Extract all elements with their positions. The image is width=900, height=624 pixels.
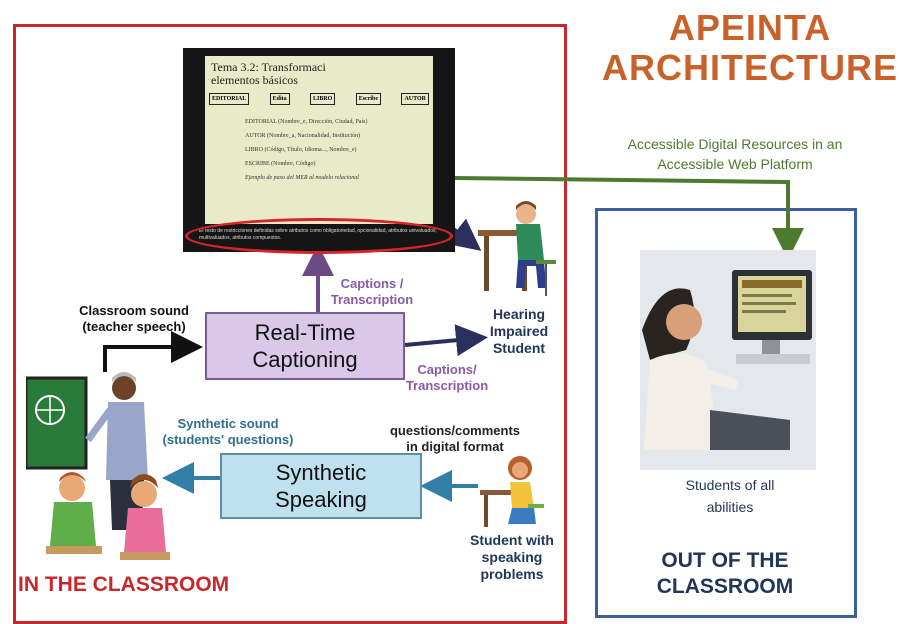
questions-line-1: questions/comments [389,423,521,438]
captions-up-line-1: Captions / [340,276,404,291]
slide-heading-line-1: Tema 3.2: Transformaci [211,60,326,74]
web-platform-label: Accessible Digital Resources in an Acces… [590,134,880,174]
hearing-student-illustration [478,201,556,296]
slide-content: Tema 3.2: Transformaci elementos básicos… [205,56,433,224]
slide-heading-line-2: elementos básicos [211,73,298,87]
slide-entity: EDITORIAL [209,93,250,105]
questions-label: questions/comments in digital format [370,423,540,455]
diagram-title: APEINTA ARCHITECTURE [600,8,900,88]
speaking-line-3: problems [480,566,544,582]
synthetic-sound-line-1: Synthetic sound [177,416,279,431]
real-time-captioning-box: Real-Time Captioning [205,312,405,380]
slide-entity: AUTOR [401,93,429,105]
questions-line-2: in digital format [406,439,504,454]
in-classroom-label: IN THE CLASSROOM [18,573,230,596]
classroom-sound-line-2: (teacher speech) [82,319,186,334]
captions-up-line-2: Transcription [330,292,414,307]
slide-entity-row: EDITORIAL Edita LIBRO Escribe AUTOR [205,87,433,107]
realtime-line-2: Captioning [252,347,358,372]
out-of-classroom-label: OUT OF THE CLASSROOM [600,548,850,600]
all-abilities-line-2: abilities [706,499,754,515]
speaking-line-1: Student with [470,532,554,548]
hearing-line-2: Impaired [489,323,549,339]
hearing-impaired-label: Hearing Impaired Student [478,306,560,357]
teacher-classroom-illustration [26,372,170,560]
classroom-sound-label: Classroom sound (teacher speech) [64,303,204,335]
synthetic-line-2: Speaking [275,487,367,512]
slide-relation: Edita [269,93,290,105]
slide-bullet: EDITORIAL (Nombre_e, Dirección, Ciudad, … [245,119,368,125]
hearing-line-3: Student [492,340,546,356]
synthetic-sound-label: Synthetic sound (students' questions) [148,416,308,448]
out-of-classroom-line-2: CLASSROOM [656,575,794,598]
synthetic-line-1: Synthetic [275,460,367,485]
slide-bullet: ESCRIBE (Nombre, Código) [245,161,316,167]
remote-student-illustration [640,250,816,470]
speaking-line-2: speaking [481,549,543,565]
remote-student-photo [640,250,816,470]
captions-right-line-1: Captions/ [417,362,477,377]
realtime-line-1: Real-Time [254,320,356,345]
out-of-classroom-line-1: OUT OF THE [661,549,789,572]
title-line-1: APEINTA [668,7,832,48]
speaking-student-label: Student with speaking problems [462,532,562,583]
classroom-sound-line-1: Classroom sound [79,303,189,318]
captions-right-line-2: Transcription [405,378,489,393]
hearing-line-1: Hearing [492,306,546,322]
caption-highlight-ellipse [185,218,453,254]
title-line-2: ARCHITECTURE [602,47,898,88]
web-platform-arrow [454,176,804,260]
captions-right-label: Captions/ Transcription [397,362,497,394]
slide-entity: LIBRO [310,93,336,105]
slide-bullet: LIBRO (Código, Título, Idioma..., Nombre… [245,147,357,153]
captions-right-arrow [404,324,488,357]
captions-up-label: Captions / Transcription [322,276,422,308]
projected-screen: Tema 3.2: Transformaci elementos básicos… [183,48,455,254]
speaking-student-illustration [480,456,544,527]
synthetic-speaking-box: Synthetic Speaking [220,453,422,519]
connector-arrows [103,176,804,502]
all-abilities-label: Students of all abilities [650,474,810,518]
screen-to-student-arrow [446,218,482,251]
classroom-sound-arrow [103,331,203,372]
slide-heading: Tema 3.2: Transformaci elementos básicos [205,56,433,87]
slide-bullets: EDITORIAL (Nombre_e, Dirección, Ciudad, … [205,107,433,185]
slide-bullet: AUTOR (Nombre_a, Nacionalidad, Instituci… [245,133,361,139]
all-abilities-line-1: Students of all [685,477,775,493]
synthetic-sound-line-2: (students' questions) [162,432,294,447]
web-label-line-1: Accessible Digital Resources in an [627,136,843,152]
slide-relation: Escribe [355,93,382,105]
web-label-line-2: Accessible Web Platform [657,156,813,172]
slide-footnote: Ejemplo de paso del MER al modelo relaci… [245,175,359,181]
